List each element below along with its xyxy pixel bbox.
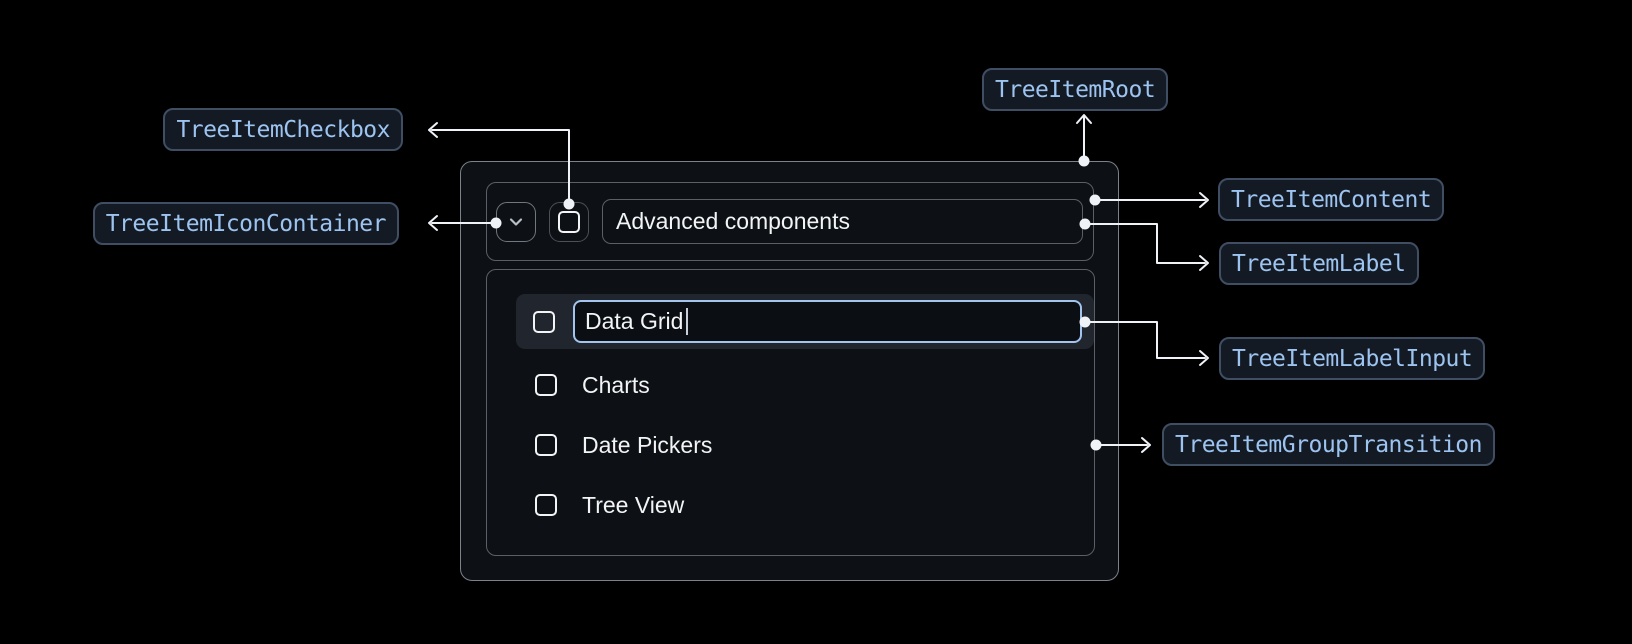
tree-item-row[interactable]: Charts	[535, 371, 650, 399]
tree-item-content[interactable]: Advanced components	[486, 182, 1094, 261]
item-label: Tree View	[582, 491, 685, 518]
tree-item-row[interactable]: Tree View	[535, 491, 684, 519]
tree-item-label: Advanced components	[602, 199, 1083, 244]
checkbox-icon[interactable]	[535, 374, 557, 396]
tree-item-row[interactable]: Date Pickers	[535, 431, 712, 459]
badge-tree-item-checkbox: TreeItemCheckbox	[163, 108, 403, 151]
tree-item-group-transition: Data Grid Charts Date Pickers Tree View	[486, 269, 1095, 556]
parent-label-text: Advanced components	[616, 208, 850, 234]
checkbox-icon[interactable]	[533, 310, 555, 333]
item-label: Date Pickers	[582, 431, 713, 458]
badge-tree-item-icon-container: TreeItemIconContainer	[92, 202, 399, 245]
badge-tree-item-label-input: TreeItemLabelInput	[1219, 337, 1486, 380]
badge-tree-item-group-transition: TreeItemGroupTransition	[1162, 423, 1495, 466]
checkbox-icon[interactable]	[535, 434, 557, 456]
badge-tree-item-content: TreeItemContent	[1218, 178, 1445, 221]
item-label: Charts	[582, 371, 650, 398]
chevron-down-icon	[509, 217, 523, 226]
checkbox-icon	[558, 210, 580, 233]
checkbox-icon[interactable]	[535, 494, 557, 516]
arrow-tree-item-root	[1076, 114, 1092, 167]
tree-item-root: Advanced components Data Grid Charts Dat…	[460, 161, 1119, 581]
tree-item-icon-container[interactable]	[496, 201, 536, 242]
tree-item-label-input[interactable]: Data Grid	[573, 300, 1082, 343]
label-input-value: Data Grid	[585, 308, 684, 334]
text-caret	[686, 308, 689, 335]
badge-tree-item-root: TreeItemRoot	[982, 68, 1169, 111]
tree-item-checkbox[interactable]	[549, 201, 589, 242]
badge-tree-item-label: TreeItemLabel	[1219, 242, 1419, 285]
tree-item-row-editing[interactable]: Data Grid	[516, 294, 1094, 349]
